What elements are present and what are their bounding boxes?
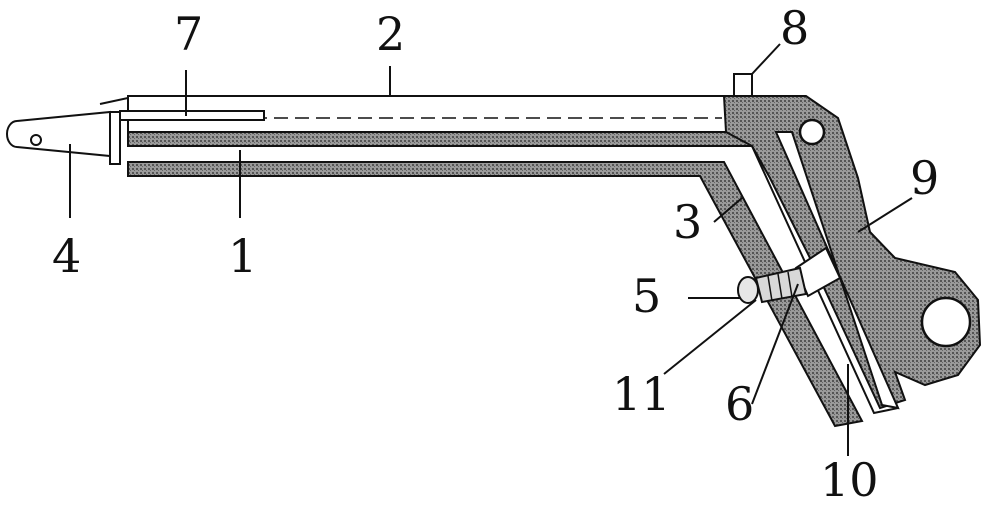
screw-assembly	[737, 246, 842, 304]
label-10: 10	[820, 453, 879, 505]
inner-rod	[119, 110, 265, 121]
reference-labels: 1 2 3 4 5 6 7 8 9 10 11	[52, 1, 939, 505]
label-4: 4	[52, 229, 81, 283]
label-11: 11	[612, 367, 671, 421]
label-3: 3	[673, 195, 702, 249]
label-5: 5	[632, 269, 661, 323]
label-2: 2	[376, 7, 405, 61]
label-6: 6	[725, 377, 754, 431]
label-1: 1	[228, 229, 257, 283]
label-9: 9	[910, 151, 939, 205]
label-8: 8	[780, 1, 809, 55]
tip-part	[6, 97, 129, 165]
leader-lines	[69, 43, 913, 456]
top-button	[733, 73, 753, 97]
label-7: 7	[174, 7, 203, 61]
